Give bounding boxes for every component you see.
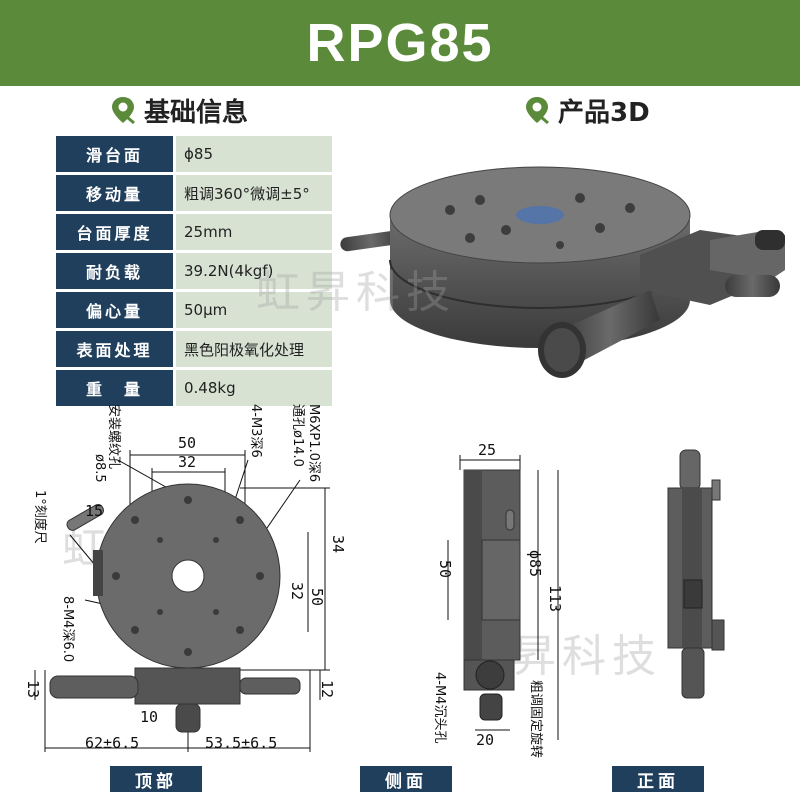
dim-label: ϕ85 xyxy=(526,550,544,577)
product-title: RPG85 xyxy=(306,13,494,73)
note-text: 1°刻度尺 xyxy=(32,490,48,544)
dim-label: 12 xyxy=(318,680,336,698)
info-section-title: 基础信息 xyxy=(144,97,249,128)
dim-label: 53.5±6.5 xyxy=(205,734,277,752)
top-view-drawing: 50 32 15 10 34 32 50 13 12 62±6.5 53.5±6… xyxy=(24,404,347,752)
spec-value: 50μm xyxy=(176,292,332,328)
spec-value: 黑色阳极氧化处理 xyxy=(176,331,332,367)
spec-key: 台面厚度 xyxy=(56,214,173,250)
dim-label: 25 xyxy=(478,441,496,459)
dim-label: 113 xyxy=(546,585,564,612)
spec-key: 重 量 xyxy=(56,370,173,406)
dim-label: 10 xyxy=(140,708,158,726)
view-label-side: 侧面 xyxy=(360,766,452,792)
product-3d-render xyxy=(340,166,785,378)
spec-key: 表面处理 xyxy=(56,331,173,367)
note-text: 4-M3深6 xyxy=(248,404,263,458)
dim-label: 62±6.5 xyxy=(85,734,139,752)
spec-value: 0.48kg xyxy=(176,370,332,406)
dim-label: 13 xyxy=(24,680,42,698)
dim-label: 50 xyxy=(436,560,454,578)
spec-value: 粗调360°微调±5° xyxy=(176,175,332,211)
view-label-top: 顶部 xyxy=(110,766,202,792)
note-text: M6XP1.0深6 xyxy=(306,404,321,482)
location-pin-icon xyxy=(112,97,135,125)
dim-label: 32 xyxy=(178,453,196,471)
spec-row: 移动量粗调360°微调±5° xyxy=(56,175,332,211)
spec-key: 耐负载 xyxy=(56,253,173,289)
location-pin-icon xyxy=(526,97,549,125)
note-text: 8-M4深6.0 xyxy=(60,596,75,662)
note-text: ø8.5 xyxy=(92,454,107,483)
spec-key: 滑台面 xyxy=(56,136,173,172)
side-view-drawing: 25 50 ϕ85 113 20 4-M4沉头孔 粗调固定旋转 xyxy=(432,441,564,758)
note-text: 粗调固定旋转 xyxy=(528,680,543,758)
dim-label: 32 xyxy=(288,582,306,600)
model3d-section-title: 产品3D xyxy=(558,97,650,128)
view-label-front: 正面 xyxy=(612,766,704,792)
spec-value: ϕ85 xyxy=(176,136,332,172)
note-text: 安装螺纹孔 xyxy=(106,404,121,469)
note-text: 通孔ø14.0 xyxy=(290,404,305,467)
dim-label: 50 xyxy=(178,434,196,452)
spec-value: 39.2N(4kgf) xyxy=(176,253,332,289)
dim-label: 15 xyxy=(85,502,103,520)
header-banner: RPG85 xyxy=(0,0,800,86)
front-view-drawing xyxy=(667,449,725,699)
watermark-text: 虹昇科技 xyxy=(256,267,456,318)
info-section-heading: 基础信息 xyxy=(110,92,248,128)
spec-key: 移动量 xyxy=(56,175,173,211)
dim-label: 20 xyxy=(476,731,494,749)
spec-value: 25mm xyxy=(176,214,332,250)
spec-key: 偏心量 xyxy=(56,292,173,328)
spec-row: 表面处理黑色阳极氧化处理 xyxy=(56,331,332,367)
model3d-section-heading: 产品3D xyxy=(524,92,650,128)
dim-label: 34 xyxy=(329,535,347,553)
note-text: 4-M4沉头孔 xyxy=(432,672,447,743)
dim-label: 50 xyxy=(308,588,326,606)
